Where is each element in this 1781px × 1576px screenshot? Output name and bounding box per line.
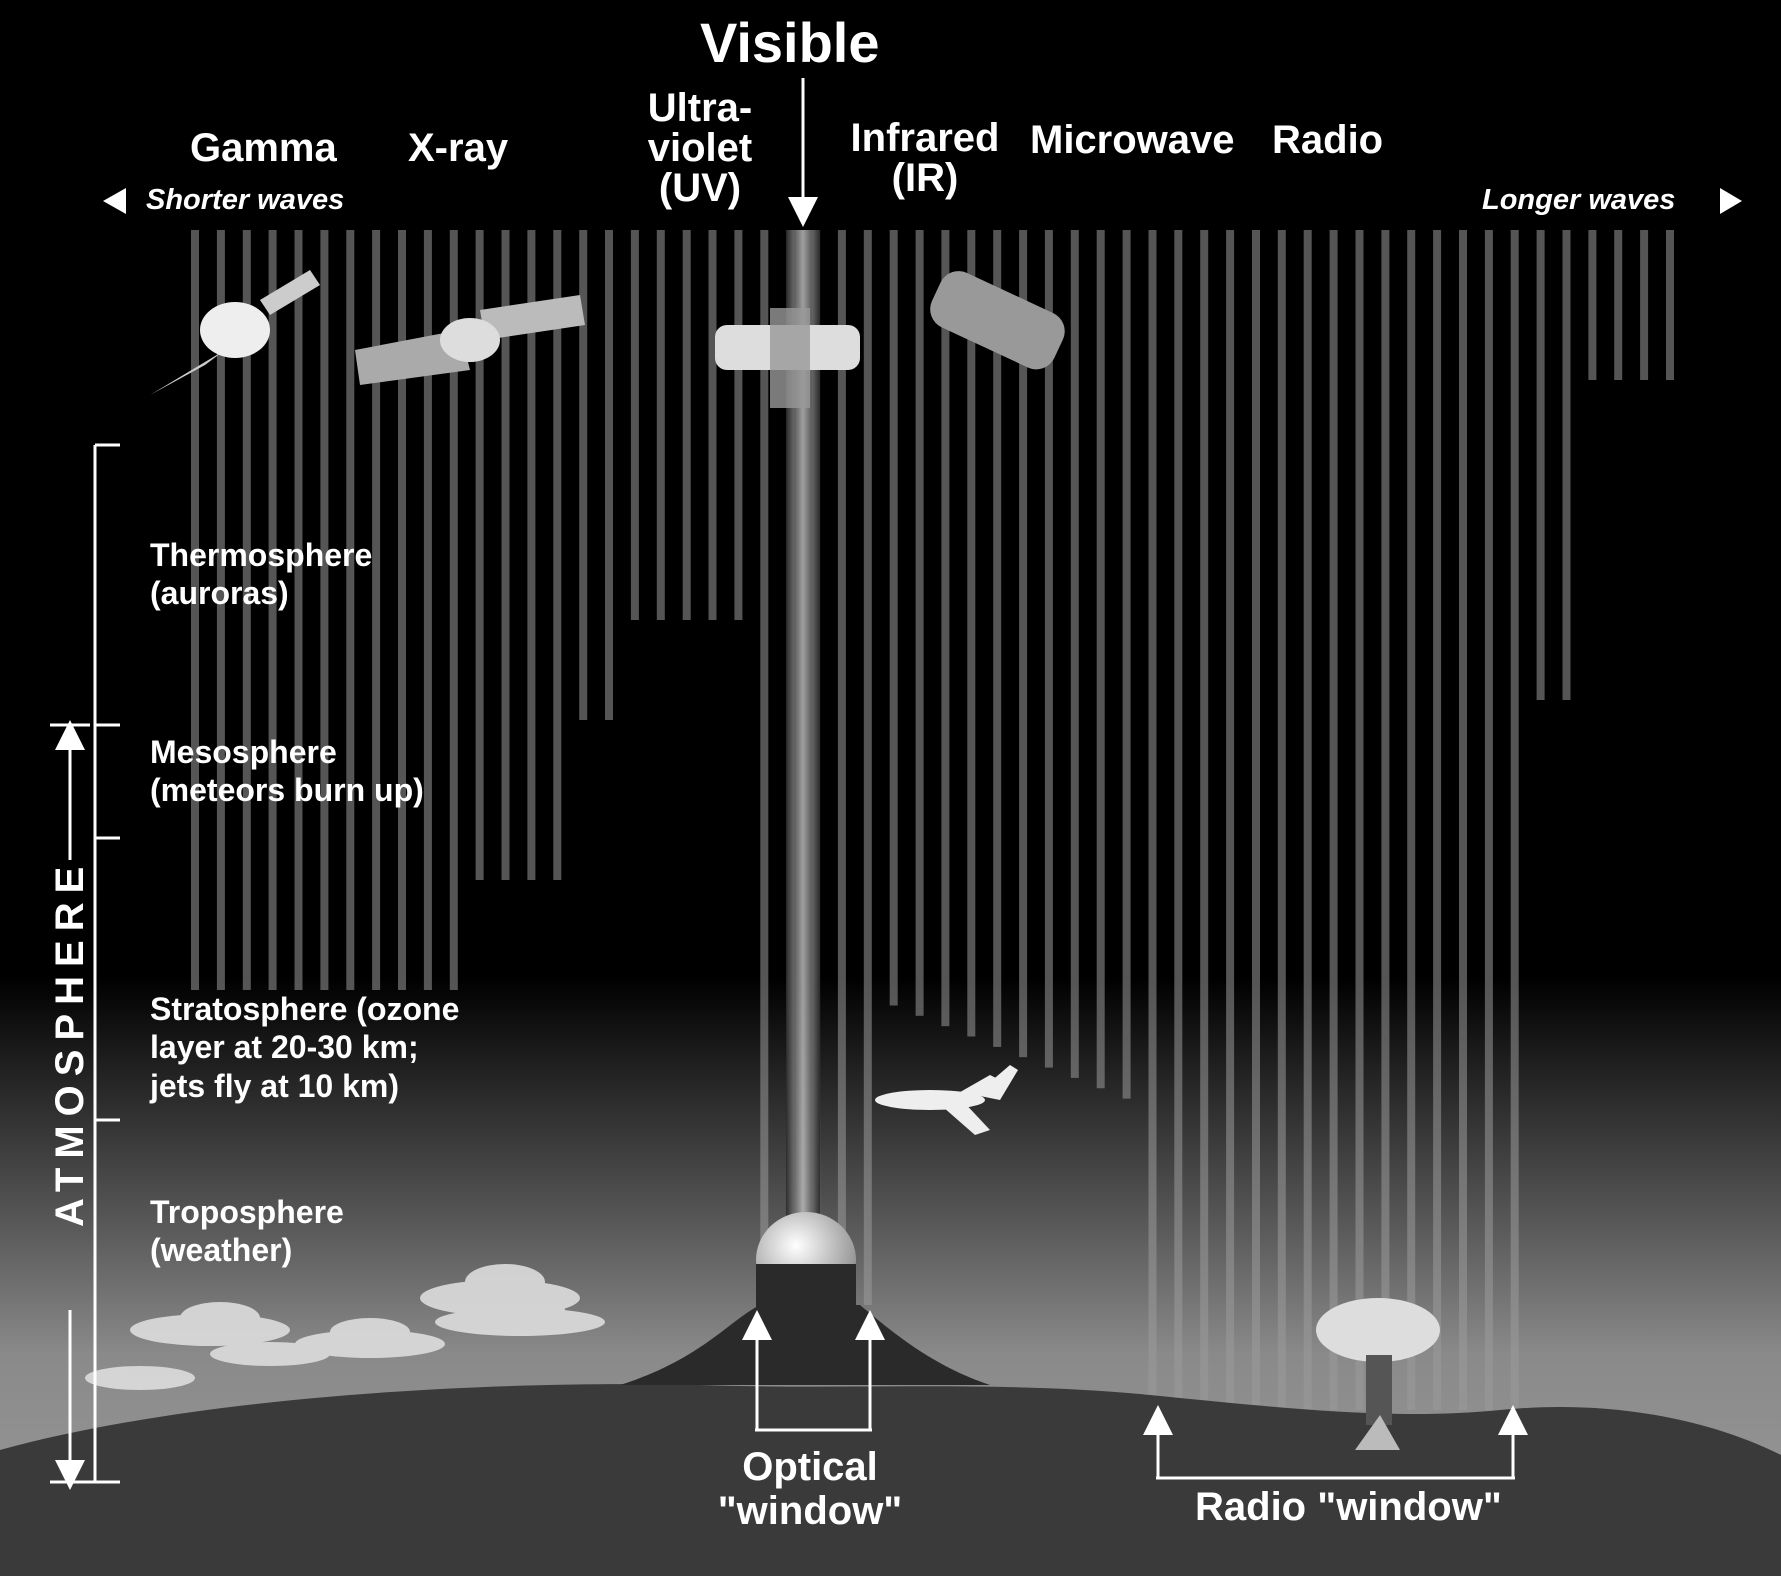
atmosphere-bracket [50, 443, 120, 1490]
wave-stripe [889, 230, 898, 1006]
shorter-waves-label: Shorter waves [146, 184, 345, 216]
wave-stripe [760, 230, 769, 1305]
wave-stripe [1484, 230, 1493, 1410]
infrared-telescope-icon [930, 271, 1065, 370]
wave-stripe [242, 230, 251, 990]
wave-stripe [993, 230, 1002, 1047]
wave-stripe [579, 230, 588, 720]
airplane-icon [875, 1065, 1018, 1135]
wave-stripe [1536, 230, 1545, 700]
wave-stripe [1019, 230, 1028, 1058]
wave-stripe [1044, 230, 1053, 1068]
wave-stripe [734, 230, 743, 620]
wave-stripe [216, 230, 225, 990]
wave-stripe [1174, 230, 1183, 1410]
wave-stripe [320, 230, 329, 990]
optical-window-label: Optical "window" [717, 1445, 903, 1533]
wave-stripe [372, 230, 381, 990]
wave-stripe [1277, 230, 1286, 1410]
mountain [620, 1305, 990, 1385]
wave-stripe [1640, 230, 1649, 380]
shorter-waves-arrow [103, 188, 126, 214]
radio-dish-icon [1316, 1298, 1440, 1450]
wave-stripe [1588, 230, 1597, 380]
wave-stripe [708, 230, 717, 620]
wave-stripe [682, 230, 691, 620]
thermosphere-label: Thermosphere (auroras) [150, 537, 373, 612]
radio-label: Radio [1272, 118, 1384, 162]
optical-window-arrows [742, 1310, 885, 1432]
wave-stripe [1355, 230, 1364, 1410]
wave-stripe [501, 230, 510, 880]
wave-stripe [423, 230, 432, 990]
wave-stripe [1329, 230, 1338, 1410]
troposphere-label: Troposphere (weather) [150, 1194, 344, 1269]
visible-label: Visible [700, 11, 880, 74]
wave-stripe [1070, 230, 1079, 1078]
wave-stripe [863, 230, 872, 1305]
cloud-icon [85, 1264, 605, 1390]
wave-stripe [967, 230, 976, 1037]
wave-stripe [1459, 230, 1467, 1410]
xray-satellite-icon [355, 295, 585, 385]
wave-stripe [1666, 230, 1674, 380]
wave-stripe [1252, 230, 1260, 1410]
radio-window-label: Radio "window" [1195, 1485, 1502, 1529]
wave-stripe [1407, 230, 1416, 1410]
wave-stripe [191, 230, 199, 990]
wave-stripe [1303, 230, 1312, 1410]
ground [0, 1384, 1781, 1576]
wave-stripe [915, 230, 924, 1016]
stratosphere-label: Stratosphere (ozone layer at 20-30 km; j… [150, 991, 460, 1104]
wave-stripe [527, 230, 536, 880]
wave-stripe [1096, 230, 1105, 1089]
xray-label: X-ray [408, 126, 509, 170]
wave-stripe [1148, 230, 1157, 1410]
wave-stripe [1614, 230, 1623, 380]
longer-waves-label: Longer waves [1482, 184, 1676, 216]
uv-label: Ultra- violet (UV) [647, 86, 753, 210]
microwave-label: Microwave [1030, 118, 1235, 162]
wave-stripe [475, 230, 484, 880]
wave-stripe [837, 230, 846, 1305]
wave-stripe [605, 230, 613, 720]
wave-stripe [398, 230, 406, 990]
wave-stripe [1122, 230, 1131, 1099]
observatory-dome-icon [756, 1212, 856, 1308]
wave-stripe [1433, 230, 1442, 1410]
gamma-satellite-icon [150, 270, 320, 395]
wave-stripe [346, 230, 355, 990]
wave-stripe [941, 230, 950, 1027]
hubble-telescope-icon [715, 308, 860, 408]
mesosphere-label: Mesosphere (meteors burn up) [150, 734, 424, 809]
wave-stripe [553, 230, 562, 880]
wave-stripe [1562, 230, 1571, 700]
wave-stripe [630, 230, 639, 620]
wave-stripe [656, 230, 665, 620]
wave-stripe [268, 230, 277, 990]
wave-stripe [1381, 230, 1390, 1410]
wave-stripe [1226, 230, 1235, 1410]
gamma-label: Gamma [190, 126, 337, 170]
radio-window-arrows [1143, 1405, 1528, 1480]
wave-stripe [449, 230, 458, 990]
longer-waves-arrow [1720, 188, 1742, 214]
wave-stripe [1510, 230, 1519, 1410]
wave-stripe [294, 230, 303, 990]
infrared-label: Infrared (IR) [850, 116, 1000, 200]
atmosphere-label: ATMOSPHERE [48, 857, 92, 1227]
wave-stripe [1200, 230, 1209, 1410]
